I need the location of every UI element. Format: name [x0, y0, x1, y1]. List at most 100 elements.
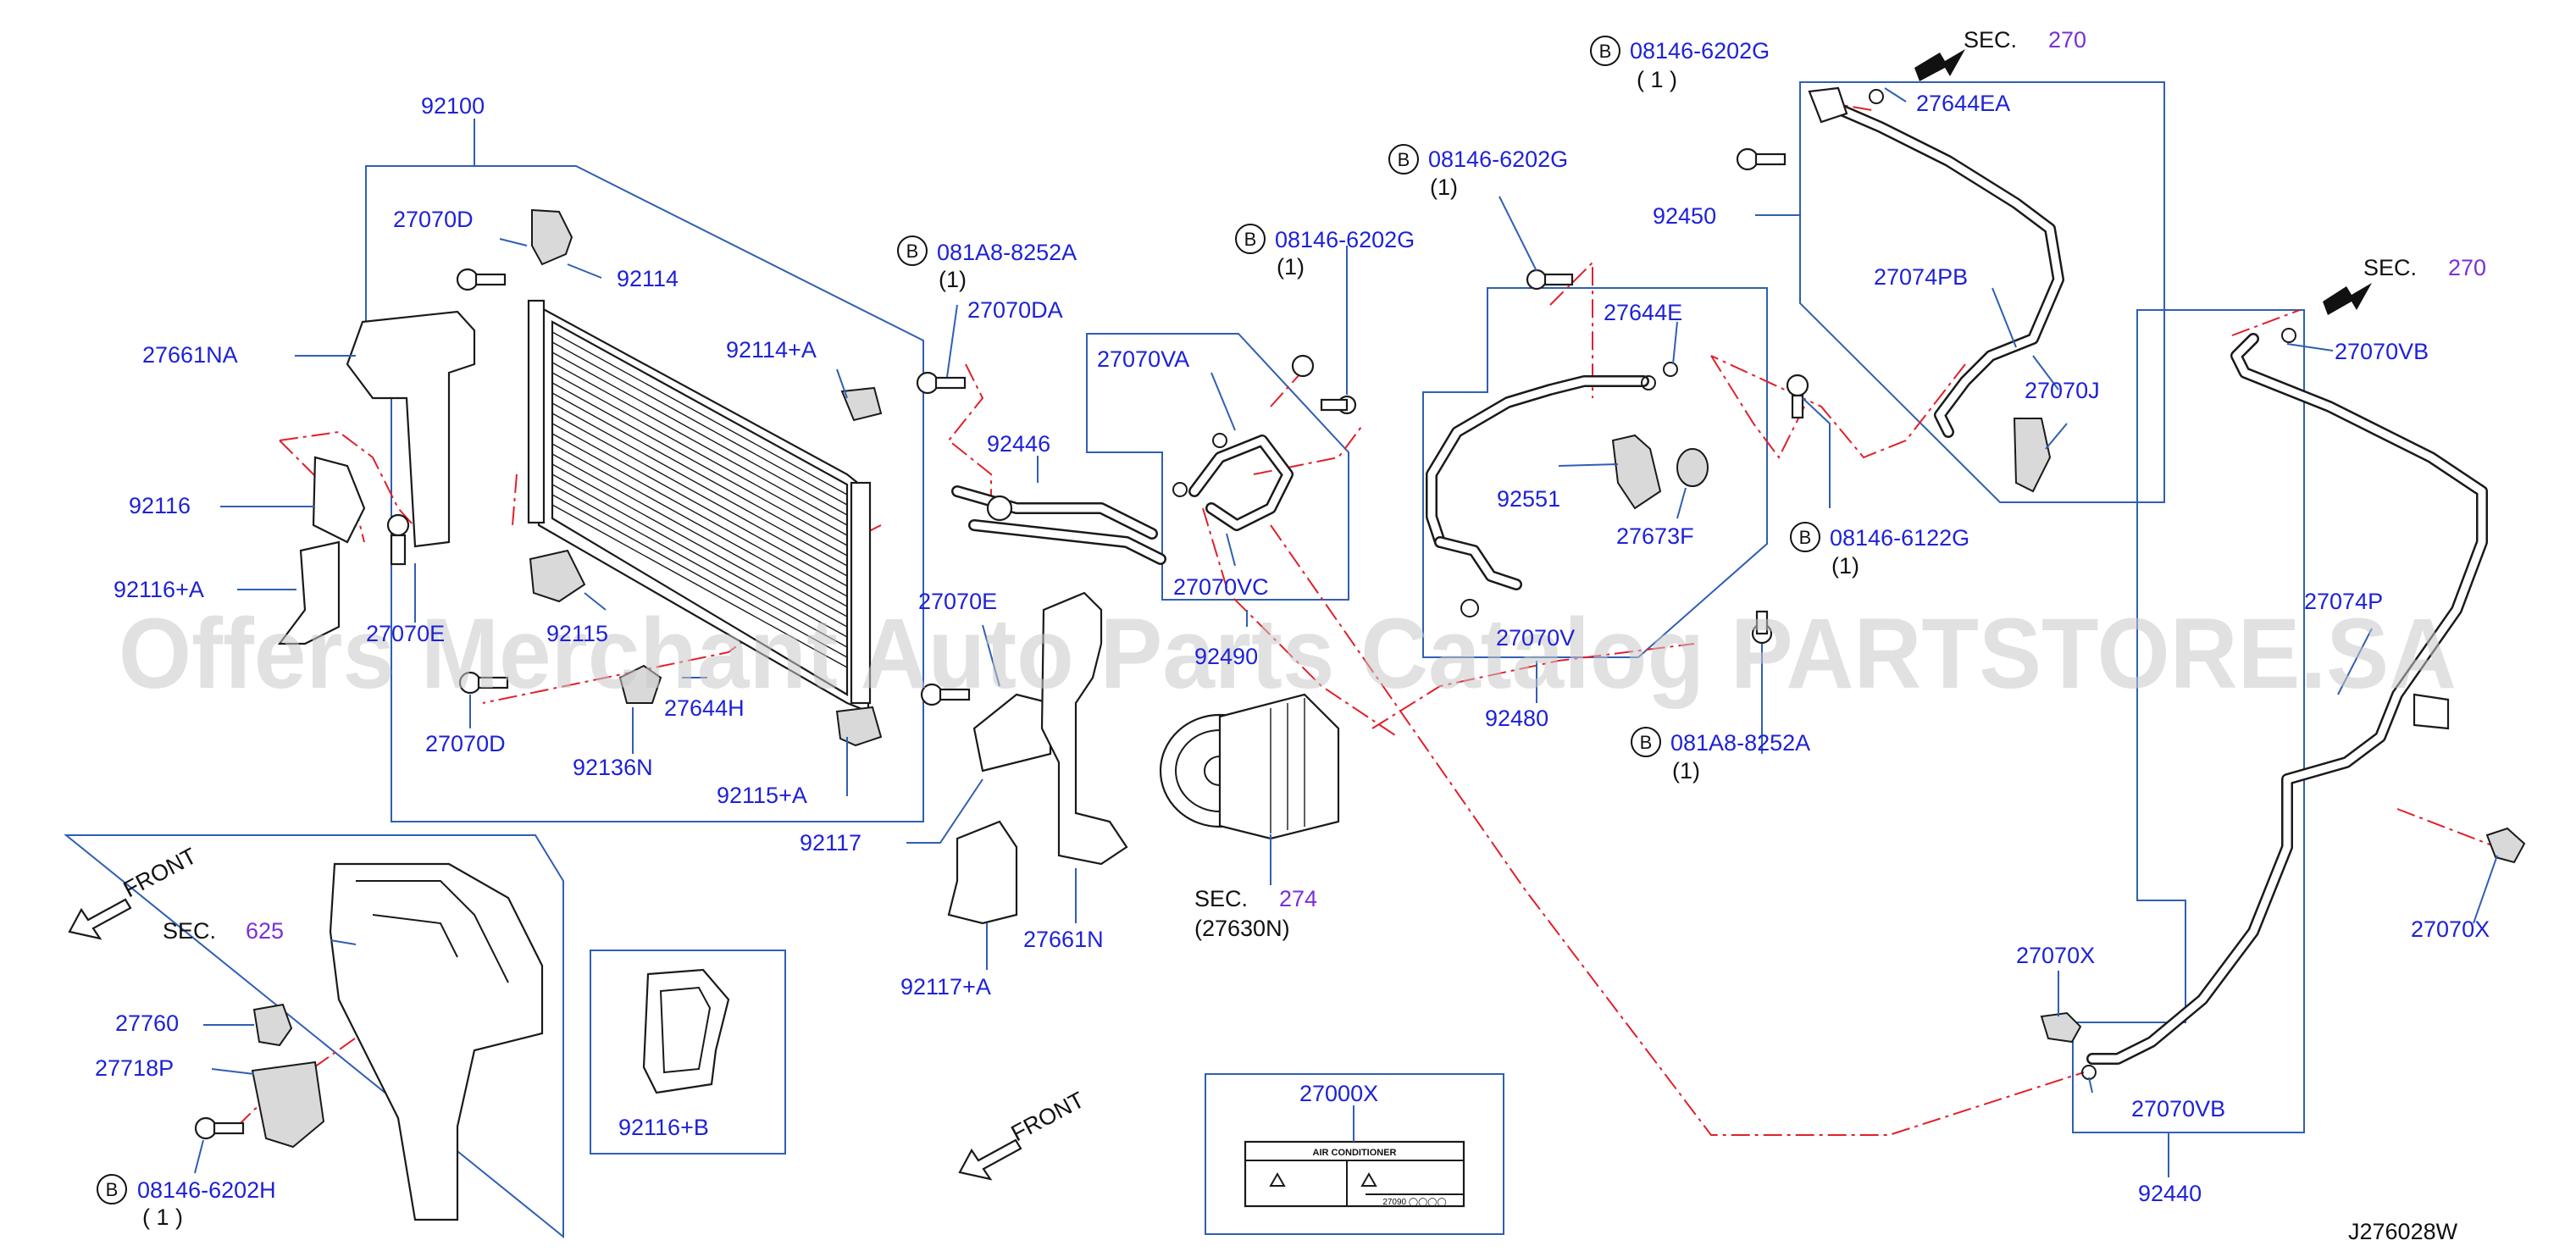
- sec-ref-270-right: SEC. 270: [2363, 255, 2486, 280]
- sec-prefix: SEC.: [1964, 27, 2017, 53]
- clip-27070x-right: [2485, 827, 2526, 864]
- part-label: 92115+A: [717, 783, 807, 808]
- leader-lines: [194, 87, 2498, 1177]
- bolt-b1: [1736, 147, 1787, 171]
- sec-arrow-top: [1914, 49, 1965, 81]
- bolt-callout-b3: B 081A8-8252A (1): [897, 235, 1077, 292]
- bolt-callout-b5: B 08146-6122G (1): [1790, 522, 1969, 579]
- front-label-left: FRONT: [119, 843, 201, 902]
- bolt-code-b5: 08146-6122G: [1830, 525, 1969, 551]
- sensor-27760: [252, 1003, 293, 1047]
- bracket-92116a: [277, 540, 341, 645]
- seal-27644e: [1663, 362, 1678, 377]
- sec-number: 270: [2448, 255, 2486, 280]
- diagram-id: J276028W: [2348, 1219, 2458, 1244]
- part-label: 27661N: [1023, 927, 1104, 952]
- part-label: 92116+A: [114, 577, 204, 602]
- seal-27661na: [346, 310, 476, 548]
- bolt-b3: [1291, 354, 1315, 378]
- part-label: 27000X: [1299, 1081, 1378, 1106]
- part-label: 27070D: [425, 731, 506, 756]
- part-label: 27070X: [2016, 943, 2095, 968]
- seal-27070vb-top: [2281, 328, 2296, 343]
- bolt-badge: B: [1398, 149, 1410, 170]
- sec-number: 270: [2048, 27, 2086, 53]
- bolt-b5: [1786, 374, 1809, 419]
- sec-prefix: SEC.: [163, 918, 216, 944]
- part-label: 27074PB: [1874, 264, 1968, 290]
- bolt-code-b1: 08146-6202G: [1630, 38, 1770, 64]
- bracket-92117a: [947, 820, 1018, 925]
- part-label: 27718P: [95, 1055, 174, 1081]
- bolt-qty-b4: (1): [1430, 174, 1458, 200]
- bolt-code-b3: 081A8-8252A: [937, 240, 1077, 265]
- bolt-27070d-bottom: [458, 671, 509, 695]
- part-label: 27070DA: [967, 297, 1063, 323]
- part-label: 92136N: [573, 755, 653, 780]
- bolt-27070e-left: [386, 513, 410, 566]
- bracket-92116b: [642, 968, 730, 1094]
- condenser-92100: [527, 299, 872, 713]
- bolt-qty-b1: ( 1 ): [1637, 67, 1677, 92]
- part-label: 27644EA: [1916, 91, 2010, 116]
- bolt-callout-b7: B 08146-6202H ( 1 ): [97, 1174, 276, 1230]
- bolt-callout-b6: B 081A8-8252A (1): [1631, 727, 1810, 784]
- part-label: 92114: [617, 266, 679, 291]
- bolt-badge: B: [1640, 732, 1653, 753]
- part-label: 92115: [546, 621, 608, 646]
- bolt-qty-b6: (1): [1672, 758, 1700, 784]
- bolt-code-b2: 08146-6202G: [1275, 227, 1415, 252]
- part-label: 27070VC: [1173, 574, 1269, 600]
- bolt-badge: B: [906, 241, 919, 262]
- part-label: 27070J: [2025, 378, 2100, 403]
- bolt-b2: [1320, 395, 1357, 415]
- bolt-callout-b1: B 08146-6202G ( 1 ): [1590, 36, 1770, 92]
- group-box-92116b: [590, 950, 786, 1155]
- group-box-pipe-92450: [1799, 81, 2165, 503]
- part-labels: 92100 27070D 92114 27661NA 92114+A 92116…: [95, 91, 2490, 1206]
- bracket-92115: [529, 549, 586, 603]
- bolt-27070e-mid: [920, 683, 971, 706]
- bolt-badge: B: [1244, 229, 1257, 250]
- bolt-callout-b2: B 08146-6202G (1): [1235, 224, 1415, 280]
- seal-27070vb-bottom: [2081, 1065, 2097, 1080]
- sec-prefix: SEC.: [2363, 255, 2417, 280]
- part-label: 92117+A: [900, 974, 991, 1000]
- sec-number: 625: [246, 918, 284, 944]
- part-label: 27070X: [2411, 916, 2490, 942]
- clip-27070x-left: [2040, 1011, 2082, 1044]
- bolt-qty-b7: ( 1 ): [142, 1204, 183, 1230]
- part-label: 27760: [115, 1011, 179, 1036]
- bracket-92551: [1611, 434, 1662, 510]
- pipe-92480: [1426, 375, 1656, 617]
- part-label: 27070E: [366, 621, 445, 646]
- bolt-27070d-top: [456, 268, 507, 291]
- sec-ref-270-top: SEC. 270: [1964, 27, 2086, 53]
- part-label: 27070VB: [2131, 1096, 2225, 1121]
- bracket-92117: [972, 693, 1052, 772]
- part-label: 92551: [1497, 486, 1560, 512]
- rubber-27673f: [1676, 448, 1709, 487]
- pipe-92440: [2086, 333, 2488, 1065]
- bolt-badge: B: [1599, 41, 1612, 62]
- bracket-92114a: [840, 386, 883, 422]
- part-label: 92480: [1485, 706, 1548, 731]
- bolt-27070da: [916, 371, 967, 395]
- part-label: 27070D: [393, 207, 474, 232]
- sec-arrow-right: [2323, 283, 2372, 315]
- part-label: 92446: [987, 431, 1050, 457]
- part-label: 92490: [1194, 644, 1258, 669]
- part-label: 27074P: [2304, 589, 2383, 614]
- group-box-pipe-92480: [1422, 287, 1768, 658]
- bolt-code-b7: 08146-6202H: [137, 1177, 276, 1203]
- sec-number: 274: [1279, 886, 1317, 911]
- bolt-badge: B: [106, 1179, 119, 1200]
- label-card-title: AIR CONDITIONER: [1313, 1148, 1397, 1158]
- part-label: 92116: [129, 493, 191, 518]
- part-label: 92450: [1653, 203, 1716, 229]
- front-label-mid: FRONT: [1007, 1087, 1089, 1146]
- group-box-hose-92490: [1086, 333, 1349, 601]
- part-label: 92117: [800, 830, 861, 856]
- front-arrow-mid: FRONT: [958, 1087, 1089, 1181]
